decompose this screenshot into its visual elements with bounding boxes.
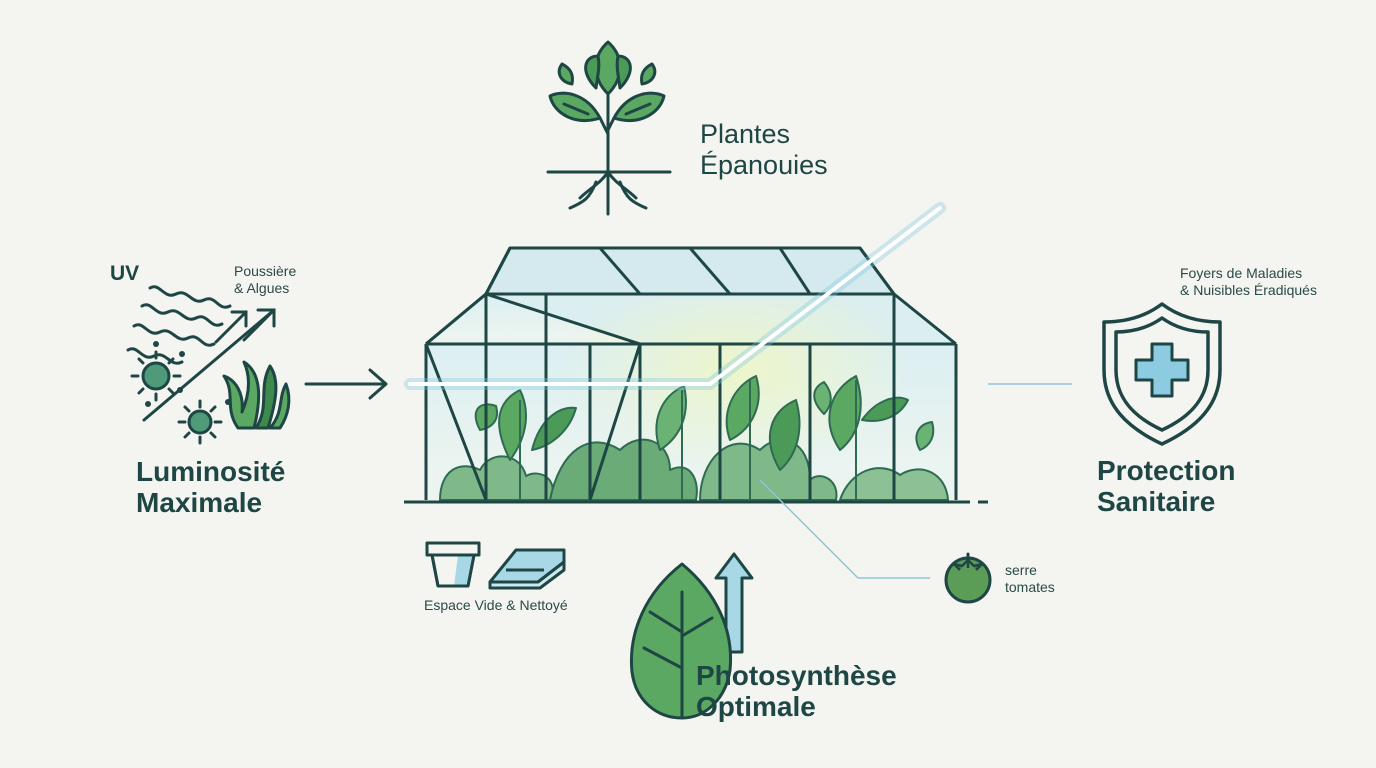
- uv-waves-icon: [126, 285, 291, 445]
- arrow-right-icon: [304, 368, 388, 400]
- uv-label: UV: [110, 262, 140, 285]
- pot-icon: [425, 541, 481, 588]
- shield-icon: [1102, 302, 1222, 446]
- protection-title: Protection Sanitaire: [1097, 455, 1236, 517]
- tray-icon: [488, 548, 566, 590]
- greenhouse-illustration: [404, 202, 988, 504]
- dust-algae-label: Poussière & Algues: [234, 263, 297, 296]
- leaf-arrow-icon: [629, 552, 754, 720]
- pests-label: Foyers de Maladies & Nuisibles Éradiqués: [1180, 265, 1317, 298]
- tomato-label: serre tomates: [1005, 562, 1055, 595]
- luminosity-title: Luminosité Maximale: [136, 456, 286, 518]
- tomato-icon: [944, 552, 992, 604]
- plants-label: Plantes Épanouies: [700, 119, 828, 180]
- photosynthesis-title: Photosynthèse Optimale: [696, 660, 897, 722]
- plant-roots-icon: [546, 40, 672, 216]
- empty-space-caption: Espace Vide & Nettoyé: [424, 597, 568, 613]
